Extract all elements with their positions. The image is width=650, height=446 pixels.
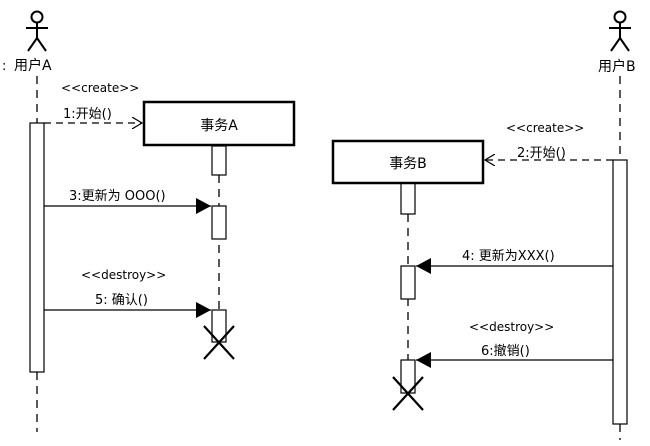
message-1: <<create>> 1:开始() bbox=[44, 81, 142, 123]
activation-tx-a-1 bbox=[211, 145, 227, 176]
actor-label: 用户B bbox=[598, 58, 636, 75]
message-2: <<create>> 2:开始() bbox=[485, 121, 613, 161]
object-tx-a[interactable]: 事务A bbox=[142, 100, 296, 147]
destroy-x-icon bbox=[203, 325, 235, 360]
stick-figure-icon bbox=[26, 10, 48, 52]
stick-figure-icon bbox=[609, 10, 631, 52]
actor-user-b: 用户B bbox=[598, 10, 636, 75]
message-label: 3:更新为 OOO() bbox=[69, 188, 166, 204]
stereotype-destroy: <<destroy>> bbox=[469, 320, 554, 334]
stereotype-create: <<create>> bbox=[506, 121, 584, 135]
object-label: 事务B bbox=[389, 156, 427, 172]
message-label: 1:开始() bbox=[63, 107, 112, 122]
activation-tx-a-2 bbox=[211, 205, 227, 240]
activation-tx-b-1 bbox=[400, 182, 416, 215]
actor-label: 用户A bbox=[14, 57, 52, 74]
activation-user-b bbox=[612, 159, 628, 425]
message-label: 2:开始() bbox=[517, 146, 566, 161]
message-label: 5: 确认() bbox=[95, 293, 148, 308]
object-label: 事务A bbox=[200, 118, 238, 134]
message-4: 4: 更新为XXX() bbox=[416, 248, 613, 274]
message-5: <<destroy>> 5: 确认() bbox=[44, 268, 211, 318]
actor-prefix: : bbox=[2, 59, 6, 74]
stereotype-create: <<create>> bbox=[61, 81, 139, 95]
activation-tx-b-2 bbox=[400, 265, 416, 300]
message-label: 6:撤销() bbox=[481, 343, 530, 359]
object-tx-b[interactable]: 事务B bbox=[331, 139, 485, 185]
destroy-x-icon bbox=[392, 376, 424, 411]
actor-user-a: : 用户A bbox=[2, 10, 52, 74]
message-6: <<destroy>> 6:撤销() bbox=[416, 320, 613, 368]
message-label: 4: 更新为XXX() bbox=[462, 248, 555, 264]
stereotype-destroy: <<destroy>> bbox=[81, 268, 166, 282]
message-3: 3:更新为 OOO() bbox=[44, 188, 211, 214]
activation-user-a bbox=[29, 122, 45, 373]
